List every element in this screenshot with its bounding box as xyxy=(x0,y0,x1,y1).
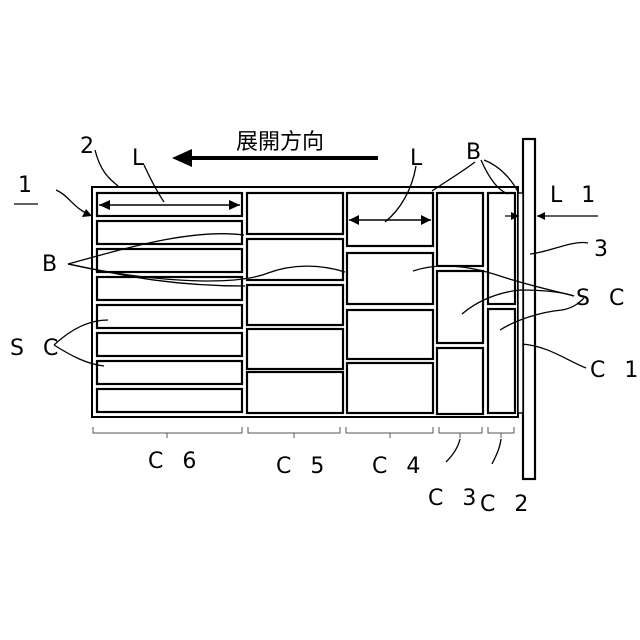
l-label-left: L xyxy=(132,146,150,171)
c6-cell xyxy=(97,361,242,384)
c5-label: C 5 xyxy=(276,454,330,479)
c1-label: C 1 xyxy=(590,358,640,383)
l1-label: L 1 xyxy=(550,183,601,208)
c3-cell xyxy=(437,193,483,266)
ref-3-label: 3 xyxy=(594,237,614,262)
c6-cell xyxy=(97,249,242,272)
direction-label: 展開方向 xyxy=(236,130,324,155)
c6-cell xyxy=(97,305,242,328)
c3-cell xyxy=(437,348,483,414)
c2-cell xyxy=(488,193,515,304)
c5-cell xyxy=(247,329,343,369)
c6-label: C 6 xyxy=(148,449,202,474)
c6-cell xyxy=(97,221,242,244)
column-c5 xyxy=(247,193,343,413)
c2-label: C 2 xyxy=(480,492,534,517)
plate-3 xyxy=(523,139,535,479)
c5-cell xyxy=(247,285,343,325)
c5-cell xyxy=(247,239,343,280)
ref-1-label: 1 xyxy=(18,173,38,198)
c5-cell xyxy=(247,193,343,234)
ref-2-label: 2 xyxy=(80,134,100,159)
sc-label-right: S C xyxy=(576,286,630,311)
b-label-top: B xyxy=(466,140,487,165)
column-c6 xyxy=(97,193,242,412)
column-c1 xyxy=(518,193,523,413)
c4-cell xyxy=(347,310,433,359)
c6-cell xyxy=(97,333,242,356)
l-label-right: L xyxy=(410,146,428,171)
c3-cell xyxy=(437,271,483,343)
c4-label: C 4 xyxy=(372,454,426,479)
b-label-left: B xyxy=(42,252,63,277)
c5-cell xyxy=(247,372,343,413)
c3-label: C 3 xyxy=(428,486,482,511)
column-c2 xyxy=(488,193,515,413)
c4-cell xyxy=(347,253,433,304)
column-c4 xyxy=(347,193,433,413)
c6-cell xyxy=(97,389,242,412)
c4-cell xyxy=(347,363,433,413)
sc-label-left: S C xyxy=(10,336,64,361)
